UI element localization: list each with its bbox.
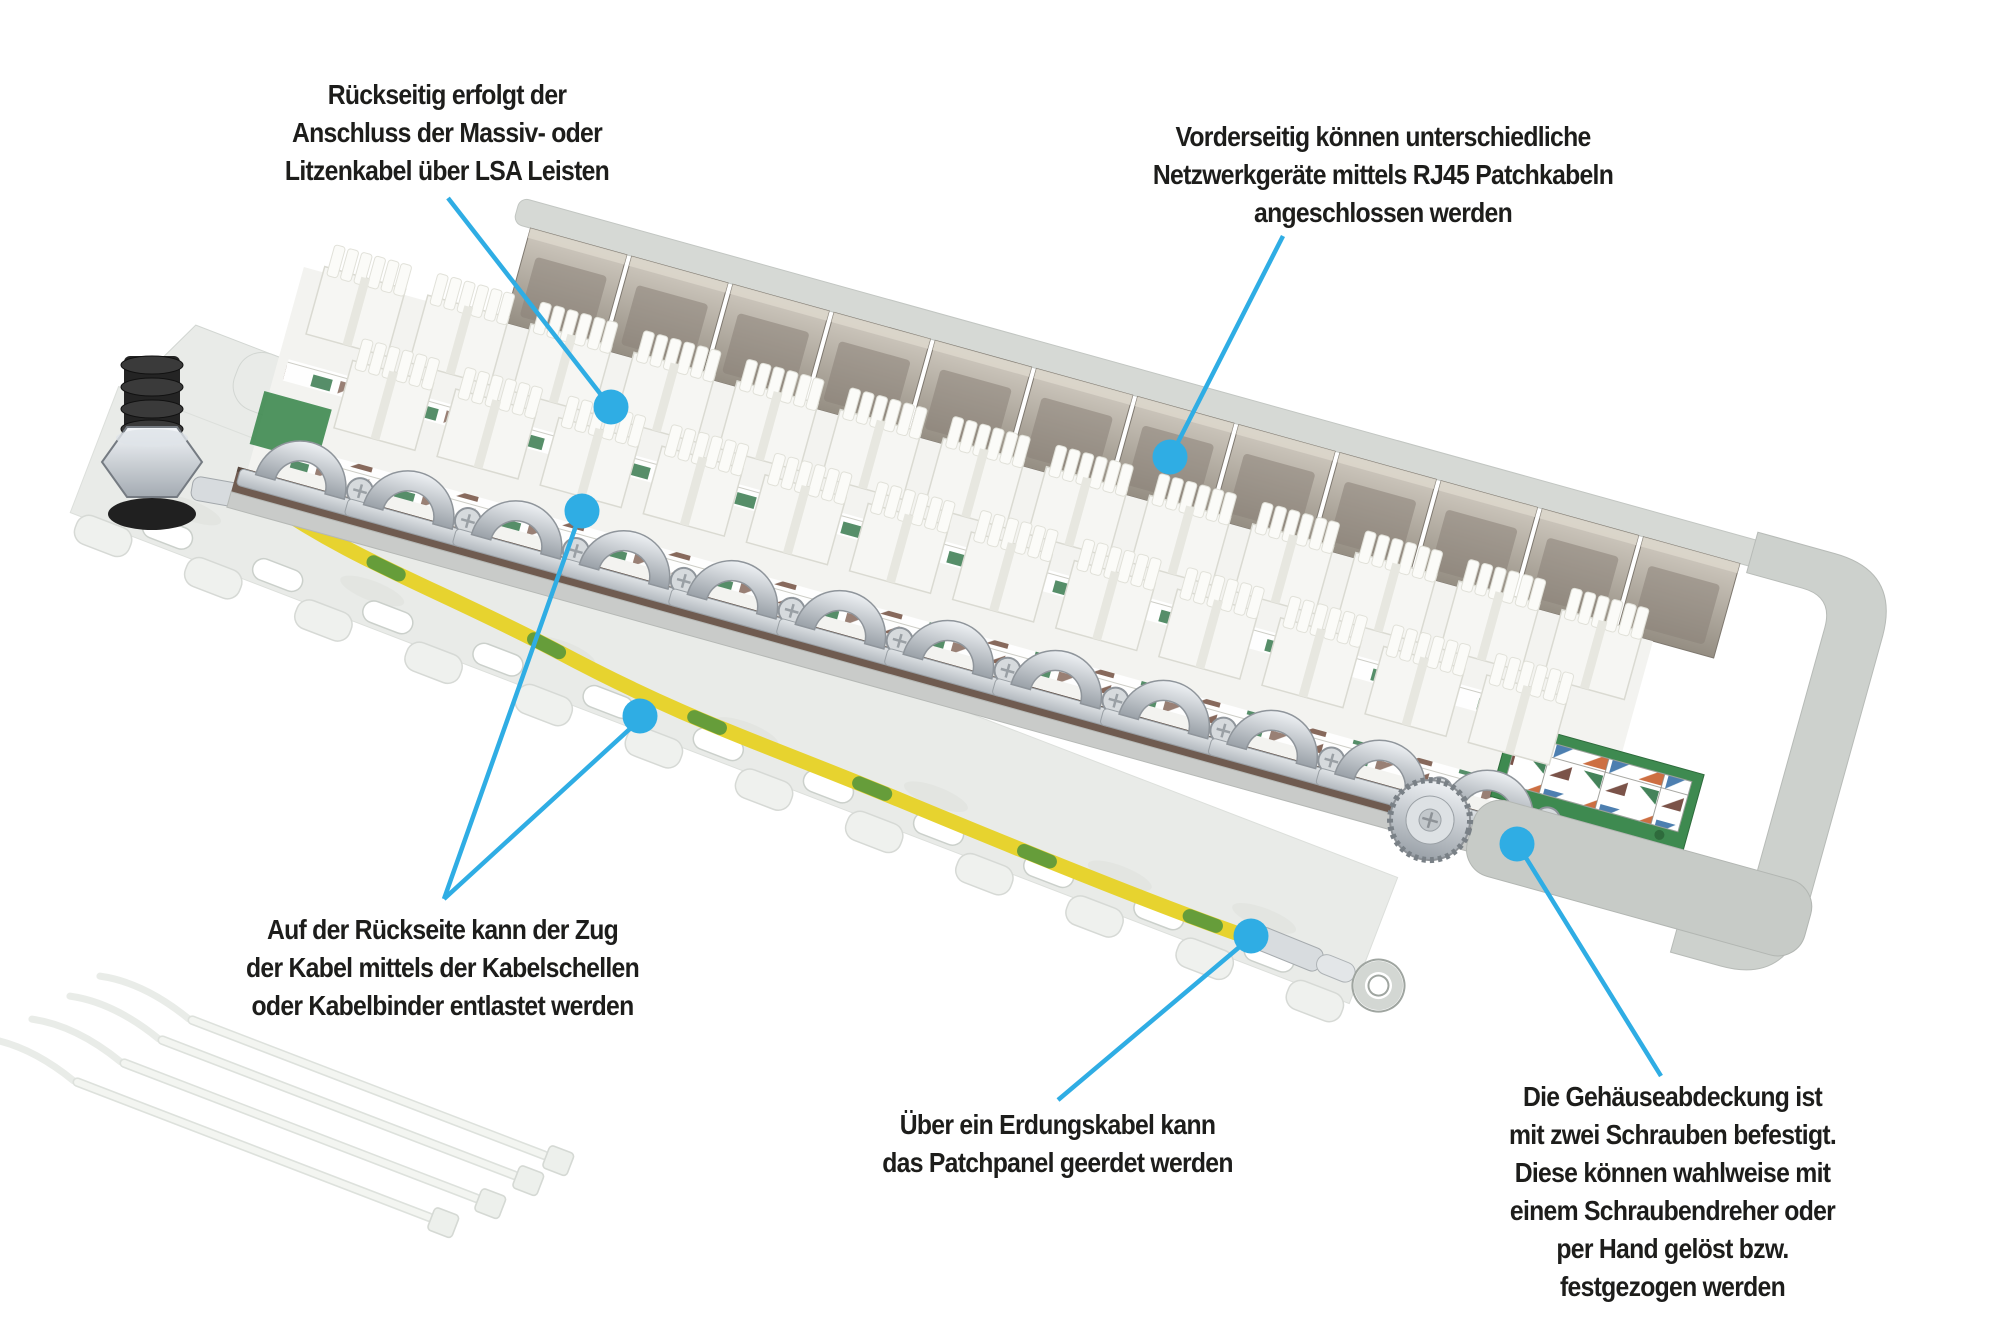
callout-dot-strain-clamp bbox=[564, 493, 600, 529]
callout-line-strain-tray bbox=[442, 724, 635, 901]
grounding-screw bbox=[100, 355, 259, 530]
callout-line-strain-clamp bbox=[441, 522, 580, 900]
callout-line-rear-lsa bbox=[446, 196, 604, 398]
callout-line-grounding bbox=[1056, 942, 1245, 1102]
ring-terminal bbox=[1253, 926, 1406, 1013]
ground-cable bbox=[247, 484, 1406, 1013]
callout-line-cover-screws bbox=[1521, 851, 1663, 1078]
callout-dot-cover-screws bbox=[1499, 826, 1535, 862]
callout-dot-front-rj45 bbox=[1152, 439, 1188, 475]
annotation-strain-relief: Auf der Rückseite kann der Zug der Kabel… bbox=[246, 914, 640, 1021]
callout-line-front-rj45 bbox=[1173, 234, 1286, 448]
cable-ties bbox=[0, 972, 575, 1239]
annotation-front-rj45: Vorderseitig können unterschiedliche Net… bbox=[1152, 121, 1614, 228]
annotation-cover-screws: Die Gehäuseabdeckung ist mit zwei Schrau… bbox=[1508, 1081, 1837, 1302]
callout-dot-grounding bbox=[1233, 918, 1269, 954]
annotation-grounding: Über ein Erdungskabel kann das Patchpane… bbox=[882, 1109, 1233, 1178]
callout-dot-rear-lsa bbox=[593, 389, 629, 425]
annotation-rear-lsa: Rückseitig erfolgt der Anschluss der Mas… bbox=[284, 79, 610, 186]
callout-dot-strain-tray bbox=[622, 698, 658, 734]
cover-thumbscrew bbox=[1387, 777, 1474, 864]
